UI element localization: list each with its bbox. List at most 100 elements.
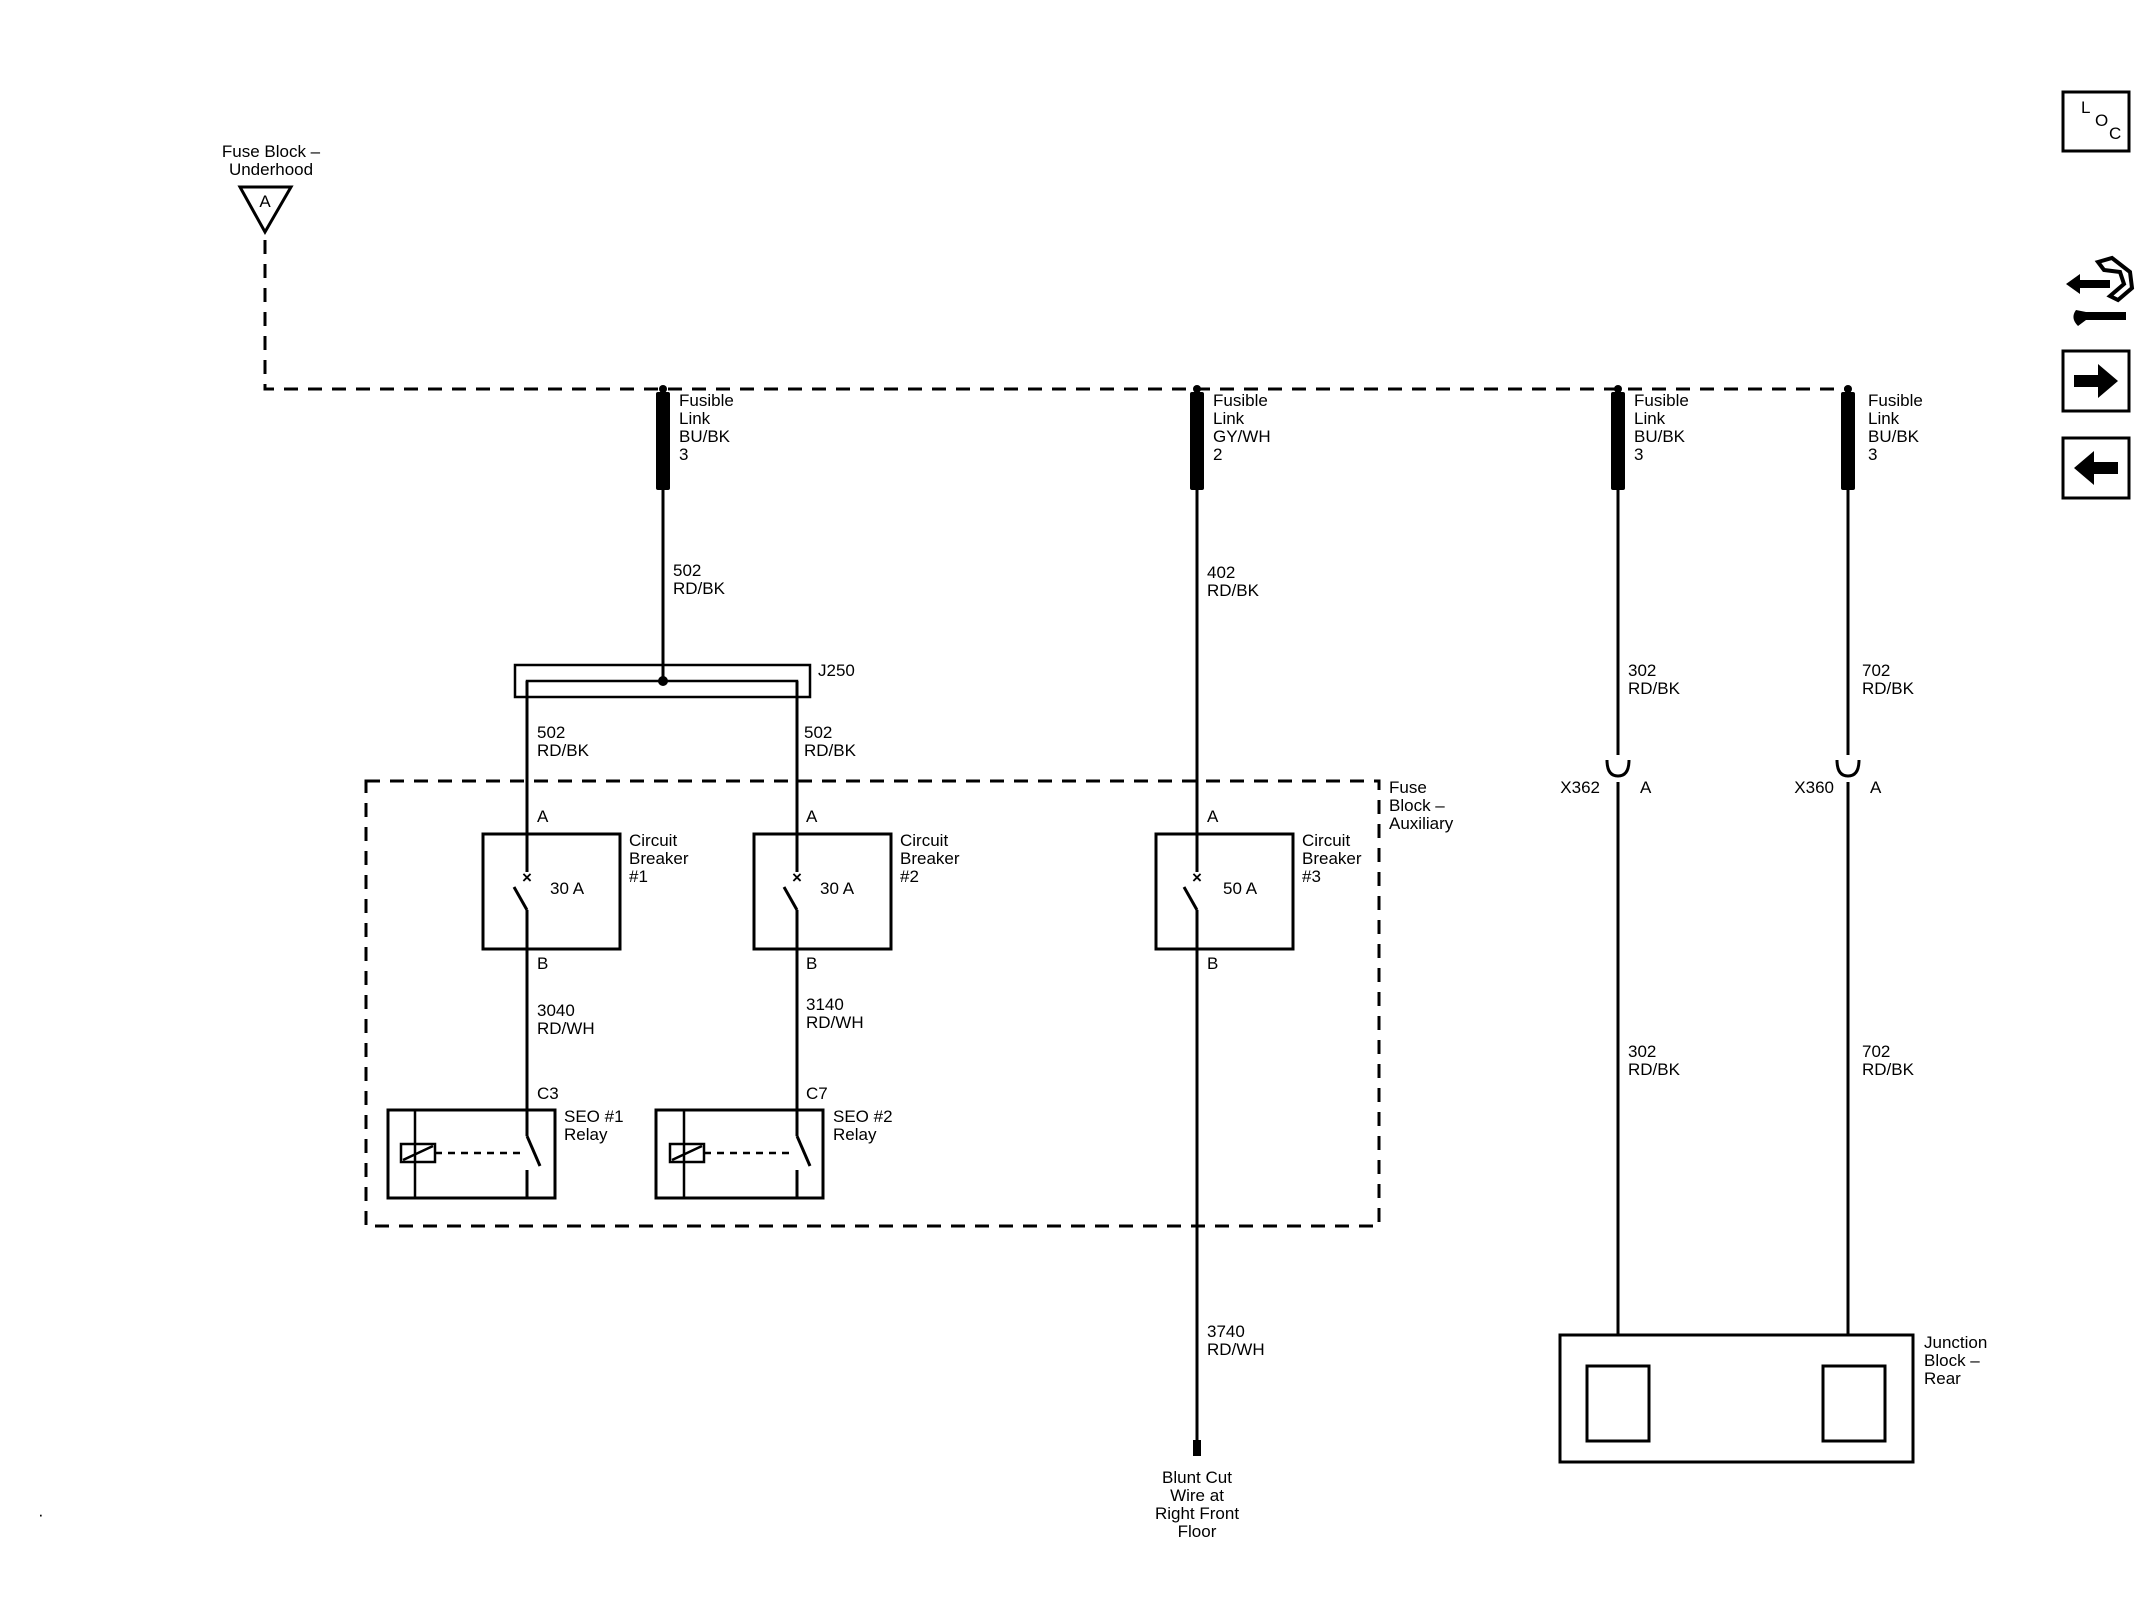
fuse-block-aux-label-1: Fuse (1389, 778, 1427, 797)
wire-502-left-color: RD/BK (537, 741, 590, 760)
wire-3740-color: RD/WH (1207, 1340, 1265, 1359)
fusible-link-3-text-1: Fusible (1634, 391, 1689, 410)
fuse-block-underhood-label-1: Fuse Block – (222, 142, 321, 161)
wire-502-right-color: RD/BK (804, 741, 857, 760)
fusible-link-4: Fusible Link BU/BK 3 (1841, 385, 1923, 490)
fusible-link-3: Fusible Link BU/BK 3 (1611, 385, 1689, 490)
svg-text:×: × (522, 868, 532, 887)
wire-502-right-circuit: 502 (804, 723, 832, 742)
footnote-mark: · (38, 1505, 44, 1524)
cb3-label-1: Circuit (1302, 831, 1350, 850)
wire-702-top-color: RD/BK (1862, 679, 1915, 698)
wire-3140-circuit: 3140 (806, 995, 844, 1014)
cb2-pin-a: A (806, 807, 818, 826)
svg-text:Floor: Floor (1178, 1522, 1217, 1541)
cb2-label-1: Circuit (900, 831, 948, 850)
wire-302-bottom-color: RD/BK (1628, 1060, 1681, 1079)
cb3-label-2: Breaker (1302, 849, 1362, 868)
wire-3140-color: RD/WH (806, 1013, 864, 1032)
cb2-rating: 30 A (820, 879, 855, 898)
loc-letter-o: O (2095, 111, 2108, 130)
blunt-cut-label: Blunt Cut Wire at Right Front Floor (1155, 1468, 1239, 1541)
circuit-breaker-3: A × 50 A Circuit Breaker #3 B (1154, 807, 1362, 973)
wire-302-bottom-circuit: 302 (1628, 1042, 1656, 1061)
wire-3040-color: RD/WH (537, 1019, 595, 1038)
connector-x362: X362 A (1560, 759, 1652, 797)
dashed-feed-bus (263, 240, 1848, 391)
fuse-block-underhood-terminal: A (259, 192, 271, 211)
fusible-link-3-text-3: BU/BK (1634, 427, 1686, 446)
relay2-label-2: Relay (833, 1125, 877, 1144)
cb2-pin-b: B (806, 954, 817, 973)
wire-502-left-circuit: 502 (537, 723, 565, 742)
fusible-link-1-text-3: BU/BK (679, 427, 731, 446)
svg-text:×: × (1192, 868, 1202, 887)
fusible-link-3-text-4: 3 (1634, 445, 1643, 464)
junction-block-rear: Junction Block – Rear (1558, 1333, 1987, 1464)
wire-3040-circuit: 3040 (537, 1001, 575, 1020)
fusible-link-2: Fusible Link GY/WH 2 (1190, 385, 1271, 490)
cb1-rating: 30 A (550, 879, 585, 898)
junction-block-label-2: Block – (1924, 1351, 1980, 1370)
cb1-label-1: Circuit (629, 831, 677, 850)
loc-letter-l: L (2081, 98, 2090, 117)
fusible-link-2-text-1: Fusible (1213, 391, 1268, 410)
fusible-link-3-text-2: Link (1634, 409, 1666, 428)
component-locator-icon[interactable]: L O C (2061, 90, 2131, 153)
wire-402-circuit: 402 (1207, 563, 1235, 582)
cb1-pin-a: A (537, 807, 549, 826)
cb1-label-2: Breaker (629, 849, 689, 868)
relay2-connector: C7 (806, 1084, 828, 1103)
fusible-link-2-text-2: Link (1213, 409, 1245, 428)
connector-x360: X360 A (1794, 759, 1882, 797)
fuse-block-aux-label-3: Auxiliary (1389, 814, 1454, 833)
next-page-icon[interactable] (2061, 349, 2131, 413)
fusible-link-4-text-3: BU/BK (1868, 427, 1920, 446)
svg-text:Right Front: Right Front (1155, 1504, 1239, 1523)
junction-block-label-3: Rear (1924, 1369, 1961, 1388)
blunt-cut-end (1193, 1440, 1201, 1456)
fuse-block-aux-label-2: Block – (1389, 796, 1445, 815)
svg-text:×: × (792, 868, 802, 887)
relay1-connector: C3 (537, 1084, 559, 1103)
relay1-label-2: Relay (564, 1125, 608, 1144)
fusible-link-4-text-2: Link (1868, 409, 1900, 428)
cb3-rating: 50 A (1223, 879, 1258, 898)
wire-502-top-circuit: 502 (673, 561, 701, 580)
cb3-pin-a: A (1207, 807, 1219, 826)
fuse-block-auxiliary-boundary (364, 779, 1381, 1228)
junction-block-label-1: Junction (1924, 1333, 1987, 1352)
seo-relay-2: C7 SEO #2 Relay (654, 1084, 893, 1200)
fusible-link-1-text-1: Fusible (679, 391, 734, 410)
x360-pin: A (1870, 778, 1882, 797)
fusible-link-2-text-4: 2 (1213, 445, 1222, 464)
cb2-label-3: #2 (900, 867, 919, 886)
cb1-pin-b: B (537, 954, 548, 973)
cb3-pin-b: B (1207, 954, 1218, 973)
fuse-block-underhood: Fuse Block – Underhood A (222, 142, 321, 236)
splice-pack-j250: J250 (513, 661, 855, 699)
wire-302-top-circuit: 302 (1628, 661, 1656, 680)
x362-pin: A (1640, 778, 1652, 797)
fusible-link-4-text-4: 3 (1868, 445, 1877, 464)
connector-views-icon[interactable] (2066, 255, 2135, 326)
wire-702-top-circuit: 702 (1862, 661, 1890, 680)
cb3-label-3: #3 (1302, 867, 1321, 886)
svg-text:Wire at: Wire at (1170, 1486, 1224, 1505)
relay2-label-1: SEO #2 (833, 1107, 893, 1126)
fusible-link-4-text-1: Fusible (1868, 391, 1923, 410)
wire-302-top-color: RD/BK (1628, 679, 1681, 698)
x362-id: X362 (1560, 778, 1600, 797)
cb1-label-3: #1 (629, 867, 648, 886)
relay1-label-1: SEO #1 (564, 1107, 624, 1126)
circuit-breaker-2: A × 30 A Circuit Breaker #2 B (752, 807, 960, 973)
svg-text:Blunt Cut: Blunt Cut (1162, 1468, 1232, 1487)
fusible-link-1: Fusible Link BU/BK 3 (656, 385, 734, 490)
previous-page-icon[interactable] (2061, 436, 2131, 500)
seo-relay-1: C3 SEO #1 Relay (386, 1084, 624, 1200)
wire-3740-circuit: 3740 (1207, 1322, 1245, 1341)
cb2-label-2: Breaker (900, 849, 960, 868)
wire-402-color: RD/BK (1207, 581, 1260, 600)
fusible-link-1-text-4: 3 (679, 445, 688, 464)
